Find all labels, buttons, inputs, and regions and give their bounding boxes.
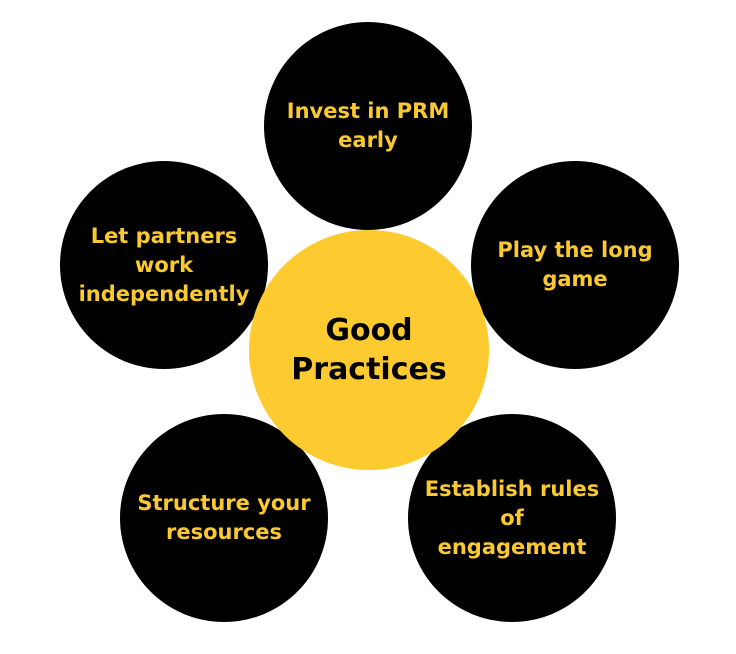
node-play-long-game-label: Play the long game bbox=[497, 238, 653, 291]
node-invest-in-prm-label: Invest in PRM early bbox=[286, 99, 450, 152]
node-play-long-game: Play the long game bbox=[471, 161, 679, 369]
center-node-good-practices: Good Practices bbox=[249, 230, 489, 470]
node-invest-in-prm: Invest in PRM early bbox=[264, 22, 472, 230]
node-establish-rules-label: Establish rules of engagement bbox=[424, 476, 600, 559]
node-structure-resources: Structure your resources bbox=[120, 414, 328, 622]
node-let-partners-work: Let partners work independently bbox=[60, 161, 268, 369]
node-establish-rules: Establish rules of engagement bbox=[408, 414, 616, 622]
node-let-partners-work-label: Let partners work independently bbox=[78, 223, 250, 306]
center-node-label: Good Practices bbox=[291, 313, 447, 387]
node-structure-resources-label: Structure your resources bbox=[137, 491, 311, 544]
